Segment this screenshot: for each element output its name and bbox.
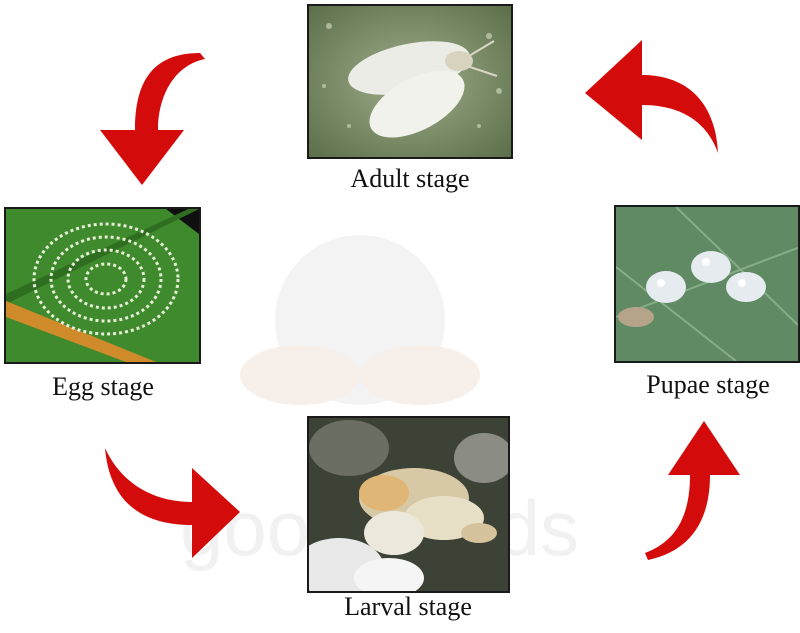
egg-stage-label: Egg stage — [18, 372, 188, 402]
curved-arrow-icon-pupae-to-adult — [580, 35, 725, 160]
adult-stage-photo — [307, 4, 513, 159]
pupae-stage-label: Pupae stage — [616, 370, 800, 400]
egg-stage-photo — [4, 207, 201, 364]
curved-arrow-icon-larval-to-pupae — [640, 415, 745, 565]
curved-arrow-icon-adult-to-egg — [80, 45, 210, 190]
curved-arrow-icon-egg-to-larval — [100, 440, 245, 565]
larval-stage-photo — [307, 416, 510, 593]
pupae-stage-photo — [614, 205, 800, 363]
larval-stage-label: Larval stage — [318, 592, 498, 622]
adult-stage-label: Adult stage — [320, 164, 500, 194]
